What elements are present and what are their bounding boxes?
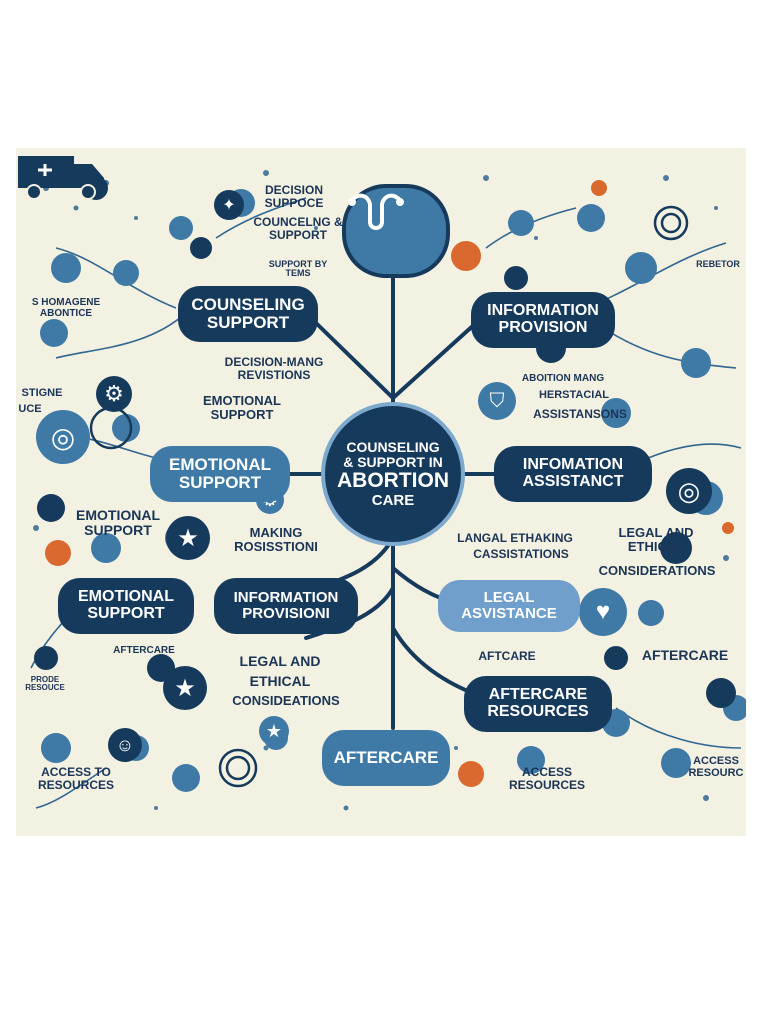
label-considerations-left: CONSIDEATIONS: [232, 693, 340, 708]
node-information-provision-low: INFORMATION PROVISIONI: [214, 578, 358, 634]
label-prode-resource: PRODE RESOUCE: [25, 675, 65, 693]
mind-map-panel: ★ ★ ★ ♥ ⚙ ⚙ ◎ ☺ ✦ ⛉ ◎ COUNSELING & SUPPO…: [16, 148, 746, 836]
node-emotional-support-low: EMOTIONAL SUPPORT: [58, 578, 194, 634]
label-considerations-right: CONSIDERATIONS: [598, 563, 716, 578]
label-legal-ethical-left-1: LEGAL AND: [239, 653, 321, 669]
uterus-icon: [342, 184, 450, 278]
label-making-revisions: MAKING ROSISSTIONI: [234, 525, 318, 554]
label-decision-support: DECISION SUPPOCE: [264, 183, 324, 210]
label-support-small: SUPPORT BY TEMS: [268, 259, 328, 279]
center-title-line-1: COUNSELING: [346, 438, 440, 455]
node-information-assistance: INFOMATION ASSISTANCT: [494, 446, 652, 502]
label-herstacial: HERSTACIAL: [538, 389, 610, 401]
label-access-resources-right: ACCESS RESOURC: [688, 755, 744, 779]
label-aftercare-small-left: AFTERCARE: [113, 645, 175, 656]
label-legal-ethical-left-2: ETHICAL: [249, 673, 311, 689]
label-emotional-support-small: EMOTIONAL SUPPORT: [203, 393, 281, 422]
star-icon: ★: [259, 716, 289, 746]
label-uce: UCE: [18, 403, 42, 415]
label-cassistations: CASSISTATIONS: [473, 547, 569, 561]
lightbulb-icon: ✦: [214, 190, 244, 220]
target-icon: ◎: [36, 410, 90, 464]
label-stigne: STIGNE: [21, 387, 63, 399]
label-managing-notice: S HOMAGENE ABONTICE: [31, 297, 101, 319]
target-icon: ◎: [666, 468, 712, 514]
label-legal-making: LANGAL ETHAKING: [457, 531, 573, 545]
label-aftercare-right: AFTERCARE: [641, 647, 729, 663]
node-aftercare-resources: AFTERCARE RESOURCES: [464, 676, 612, 732]
gear-icon: ⚙: [96, 376, 132, 412]
label-emotional-support-left: EMOTIONAL SUPPORT: [76, 507, 160, 538]
label-counseling-support-small: COUNCELNG & SUPPORT: [253, 215, 343, 242]
heart-icon: ♥: [579, 588, 627, 636]
label-access-to-resources: ACCESS TO RESOURCES: [37, 765, 114, 792]
label-legal-ethical-right: LEGAL AND ETHICAL: [618, 525, 694, 554]
center-title-line-4: CARE: [371, 491, 415, 509]
node-aftercare-bottom: AFTERCARE: [322, 730, 450, 786]
node-legal-assistance: LEGAL ASVISTANCE: [438, 580, 580, 632]
label-assistances: ASSISTANSONS: [533, 407, 627, 421]
star-icon: ★: [166, 516, 210, 560]
label-aftercare-small-right: AFTCARE: [478, 649, 536, 663]
node-emotional-support-mid: EMOTIONAL SUPPORT: [150, 446, 290, 502]
node-counseling-support: COUNSELING SUPPORT: [178, 286, 318, 342]
label-abortion-making: ABOITION MANG: [521, 373, 605, 384]
label-decision-making: DECISION-MANG REVISTIONS: [224, 355, 324, 382]
node-information-provision-top: INFORMATION PROVISION: [471, 292, 615, 348]
central-topic-node: COUNSELING & SUPPORT IN ABORTION CARE: [321, 402, 465, 546]
label-rebetor: REBETOR: [696, 259, 740, 269]
label-access-resources-mid: ACCESS RESOURCES: [508, 765, 585, 792]
person-icon: ☺: [108, 728, 142, 762]
shield-icon: ⛉: [478, 382, 516, 420]
center-title-line-3: ABORTION: [337, 469, 449, 493]
star-icon: ★: [163, 666, 207, 710]
truck-icon: [18, 156, 104, 200]
center-title-line-2: & SUPPORT IN: [343, 454, 443, 471]
